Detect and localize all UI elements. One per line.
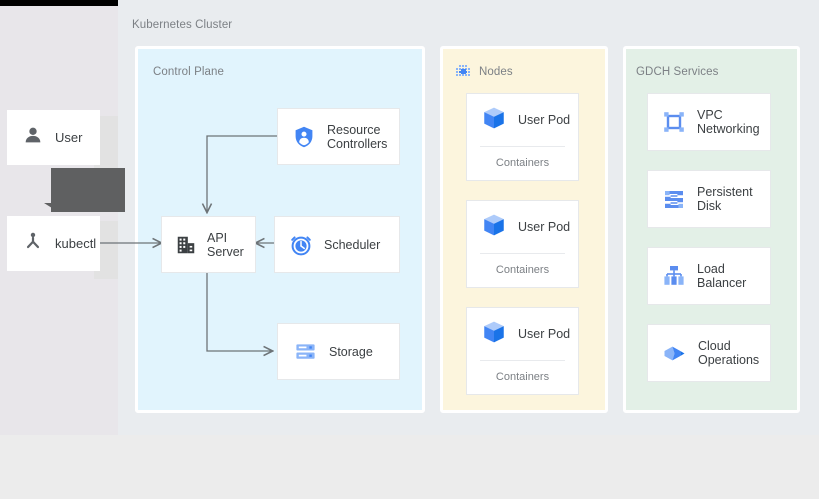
vpc-networking-icon <box>662 110 686 134</box>
kubectl-icon <box>22 230 44 257</box>
node-card-resource-controllers[interactable]: Resource Controllers <box>277 108 400 165</box>
scheduler-clock-icon <box>289 233 313 257</box>
pod-title: User Pod <box>518 220 571 234</box>
group-label-gdch-services: GDCH Services <box>636 66 719 78</box>
actor-card-kubectl[interactable]: kubectl <box>7 216 100 271</box>
node-label-resource-controllers: Resource Controllers <box>327 122 388 151</box>
storage-icon <box>294 340 317 363</box>
shield-person-icon <box>292 125 316 149</box>
pod-divider <box>480 253 565 254</box>
person-icon <box>22 124 44 151</box>
group-label-control-plane: Control Plane <box>153 66 224 78</box>
node-card-storage[interactable]: Storage <box>277 323 400 380</box>
actor-card-user[interactable]: User <box>7 110 100 165</box>
service-label-cloud-operations: Cloud Operations <box>698 339 760 367</box>
api-server-icon <box>175 234 197 256</box>
node-label-storage: Storage <box>329 344 373 359</box>
cube-icon <box>481 212 507 243</box>
cube-icon <box>481 105 507 136</box>
pod-divider <box>480 360 565 361</box>
pod-footer: Containers <box>495 157 550 169</box>
service-card-vpc-networking[interactable]: VPC Networking <box>647 93 771 151</box>
page-title: Kubernetes Cluster <box>132 19 233 31</box>
group-label-nodes: Nodes <box>479 66 513 78</box>
service-card-persistent-disk[interactable]: Persistent Disk <box>647 170 771 228</box>
cube-icon <box>481 319 507 350</box>
pod-card-2[interactable]: User Pod Containers <box>466 200 579 288</box>
node-label-scheduler: Scheduler <box>324 237 381 252</box>
actor-label-kubectl: kubectl <box>55 236 97 251</box>
nodes-grid-icon <box>455 63 472 80</box>
pod-card-3[interactable]: User Pod Containers <box>466 307 579 395</box>
pod-divider <box>480 146 565 147</box>
pod-title: User Pod <box>518 113 571 127</box>
pod-footer: Containers <box>495 371 550 383</box>
service-label-load-balancer: Load Balancer <box>697 262 747 290</box>
node-label-api-server: API Server <box>207 230 244 259</box>
node-card-api-server[interactable]: API Server <box>161 216 256 273</box>
hover-tooltip-pointer <box>44 203 52 212</box>
pod-card-1[interactable]: User Pod Containers <box>466 93 579 181</box>
service-label-persistent-disk: Persistent Disk <box>697 185 753 213</box>
page-background <box>0 435 819 499</box>
pod-title: User Pod <box>518 327 571 341</box>
top-black-bar <box>0 0 118 6</box>
node-card-scheduler[interactable]: Scheduler <box>274 216 400 273</box>
pod-footer: Containers <box>495 264 550 276</box>
persistent-disk-icon <box>662 187 686 211</box>
load-balancer-icon <box>662 264 686 288</box>
service-card-cloud-operations[interactable]: Cloud Operations <box>647 324 771 382</box>
pod-header: User Pod <box>467 201 578 253</box>
hover-tooltip <box>51 168 125 212</box>
pod-header: User Pod <box>467 308 578 360</box>
service-label-vpc-networking: VPC Networking <box>697 108 760 136</box>
service-card-load-balancer[interactable]: Load Balancer <box>647 247 771 305</box>
cloud-operations-icon <box>662 341 687 366</box>
pod-header: User Pod <box>467 94 578 146</box>
actor-label-user: User <box>55 130 83 145</box>
